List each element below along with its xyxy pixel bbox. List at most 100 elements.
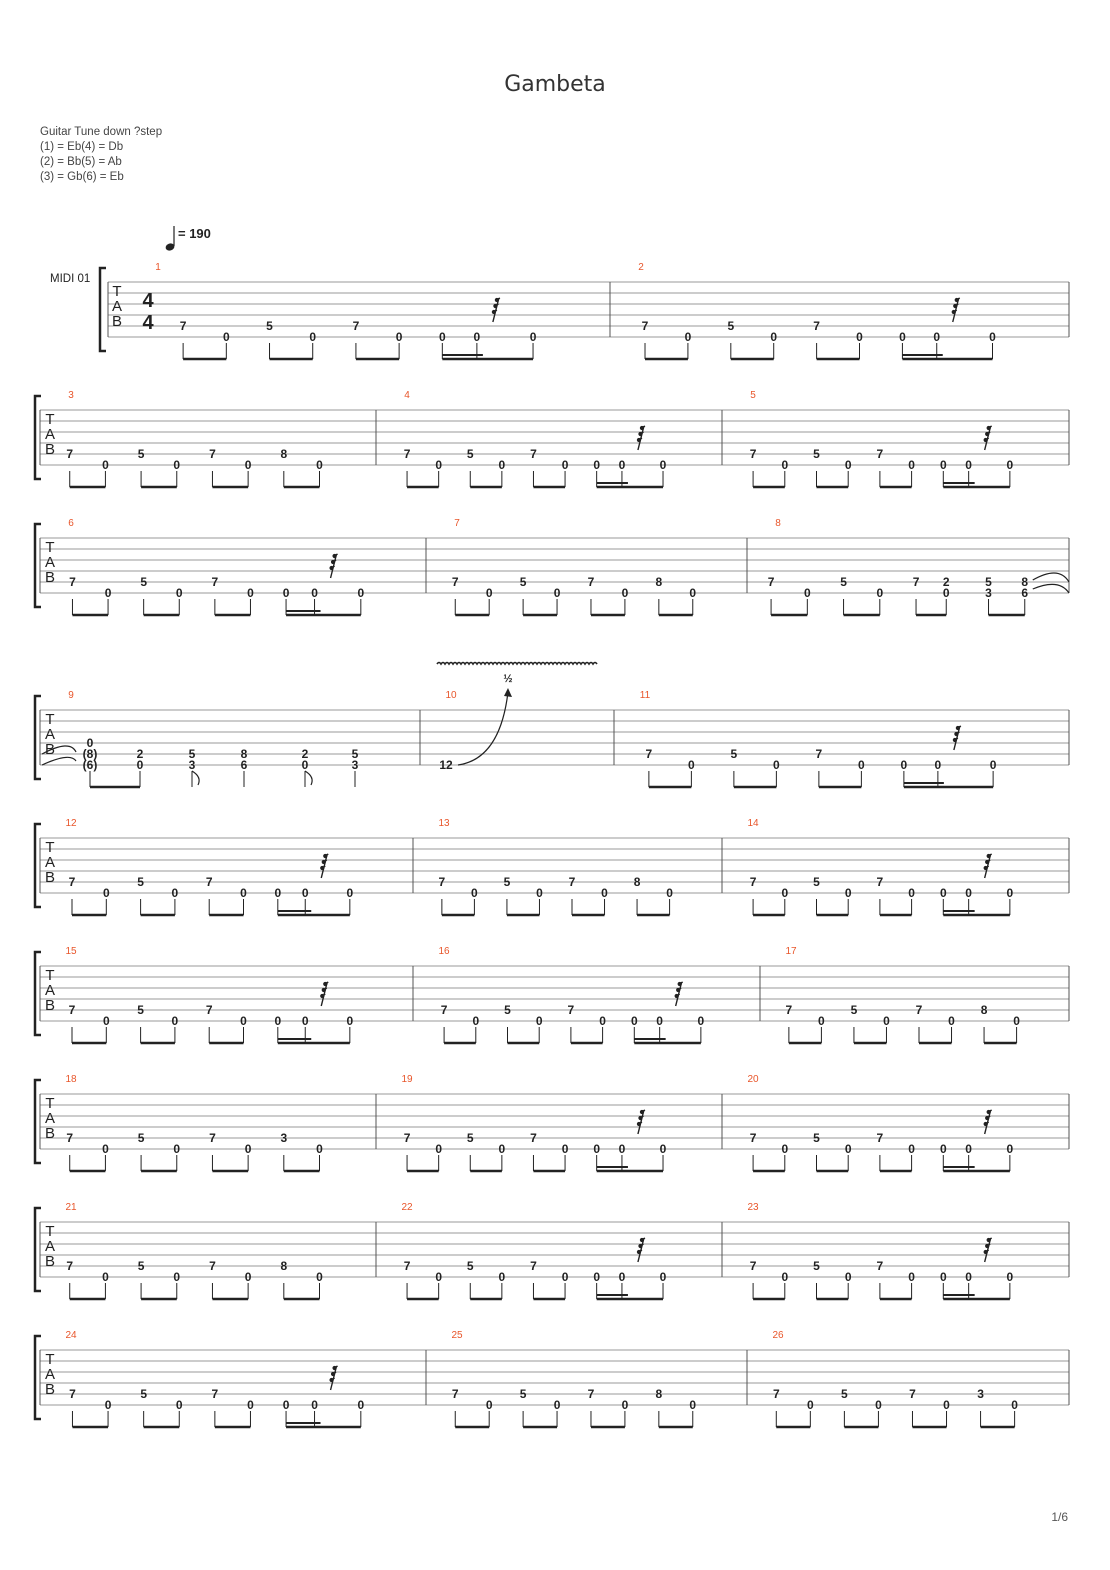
fret-number: 0: [688, 758, 695, 772]
tab-clef-letter: T: [45, 1351, 54, 1368]
fret-number: 0: [660, 458, 667, 472]
fret-number: 0: [274, 886, 281, 900]
staff-system-6: TAB: [33, 950, 1070, 1037]
bend-label: ½: [503, 673, 512, 685]
sixteenth-rest-icon: [491, 297, 501, 323]
fret-number: 7: [69, 875, 76, 889]
sixteenth-rest-icon: [983, 1237, 993, 1263]
rest-flag: [986, 1243, 991, 1247]
fret-number: 5: [731, 747, 738, 761]
measure-number: 20: [747, 1074, 759, 1085]
fret-number: 0: [240, 886, 247, 900]
measure-number: 25: [451, 1330, 463, 1341]
fret-number: 7: [206, 875, 213, 889]
rest-flag: [985, 437, 990, 441]
bend-curve: [457, 691, 509, 766]
fret-number: 0: [781, 886, 788, 900]
fret-number: 5: [813, 1259, 820, 1273]
fret-number: 7: [353, 319, 360, 333]
fret-number: 0: [247, 1398, 254, 1412]
fret-number: 7: [877, 1259, 884, 1273]
quarter-note-icon: [165, 243, 175, 251]
fret-number: 2: [302, 747, 309, 761]
fret-number: 7: [813, 319, 820, 333]
tab-clef-letter: A: [45, 426, 55, 443]
tab-clef-letter: B: [45, 1125, 55, 1142]
tab-clef-letter: B: [112, 313, 122, 330]
fret-number: 0: [685, 330, 692, 344]
fret-number: 0: [274, 1014, 281, 1028]
fret-number: 0: [804, 586, 811, 600]
sixteenth-rest-icon: [952, 725, 962, 751]
fret-number: 0: [472, 1014, 479, 1028]
measure-number: 22: [401, 1202, 413, 1213]
rest-flag: [331, 565, 335, 569]
fret-number: 0: [87, 736, 94, 750]
tab-clef-letter: B: [45, 997, 55, 1014]
measure-number: 23: [747, 1202, 759, 1213]
fret-number: 0: [173, 1270, 180, 1284]
fret-number: 0: [102, 1142, 109, 1156]
rest-flag: [324, 981, 329, 985]
fret-number: 0: [536, 886, 543, 900]
fret-number: 5: [140, 575, 147, 589]
sixteenth-rest-icon: [636, 425, 646, 451]
tab-clef-letter: T: [45, 839, 54, 856]
fret-number: 0: [845, 1142, 852, 1156]
rest-flag: [641, 1109, 646, 1113]
fret-number: 7: [69, 1003, 76, 1017]
fret-number: 8: [981, 1003, 988, 1017]
tab-clef-letter: B: [45, 1381, 55, 1398]
fret-number: 0: [536, 1014, 543, 1028]
fret-number: 7: [530, 1131, 537, 1145]
track-name: MIDI 01: [50, 273, 90, 285]
fret-number: 0: [622, 1398, 629, 1412]
fret-number: 0: [562, 1142, 569, 1156]
tie-arc: [1032, 583, 1070, 594]
fret-number: 0: [593, 458, 600, 472]
tab-clef-letter: A: [45, 726, 55, 743]
rest-flag: [641, 425, 646, 429]
fret-number: 0: [883, 1014, 890, 1028]
tab-clef-letter: A: [112, 298, 122, 315]
fret-number: 0: [818, 1014, 825, 1028]
tab-clef-letter: A: [45, 1366, 55, 1383]
fret-number: 0: [619, 1270, 626, 1284]
tempo-marking: = 190: [178, 226, 211, 241]
fret-number: 7: [569, 875, 576, 889]
fret-number: 7: [439, 875, 446, 889]
system-bracket: [33, 394, 41, 481]
fret-number: 0: [990, 758, 997, 772]
fret-number: 0: [102, 1270, 109, 1284]
fret-number: 0: [619, 1142, 626, 1156]
fret-number: 5: [467, 447, 474, 461]
fret-number: 5: [840, 575, 847, 589]
fret-number: 0: [875, 1398, 882, 1412]
fret-number: 0: [619, 458, 626, 472]
fret-number: 0: [103, 1014, 110, 1028]
fret-number: 5: [467, 1259, 474, 1273]
tuning-line-2: (2) = Bb(5) = Ab: [40, 156, 122, 168]
rest-flag: [954, 303, 959, 307]
fret-number: 8: [241, 747, 248, 761]
fret-number: 7: [206, 1003, 213, 1017]
measure-number: 7: [454, 518, 460, 529]
fret-number: 0: [845, 1270, 852, 1284]
fret-number: 7: [909, 1387, 916, 1401]
measure-number: 6: [68, 518, 74, 529]
fret-number: 5: [520, 1387, 527, 1401]
rest-flag: [986, 859, 991, 863]
system-bracket: [33, 1334, 41, 1421]
fret-number: 5: [352, 747, 359, 761]
fret-number: 0: [935, 758, 942, 772]
fret-number: 0: [471, 886, 478, 900]
fret-number: 7: [646, 747, 653, 761]
fret-number: 5: [138, 447, 145, 461]
fret-number: 7: [404, 1131, 411, 1145]
fret-number: 7: [404, 1259, 411, 1273]
fret-number: 0: [773, 758, 780, 772]
fret-number: 7: [768, 575, 775, 589]
fret-number: 5: [137, 1003, 144, 1017]
fret-number: 0: [940, 1270, 947, 1284]
fret-number: 7: [404, 447, 411, 461]
